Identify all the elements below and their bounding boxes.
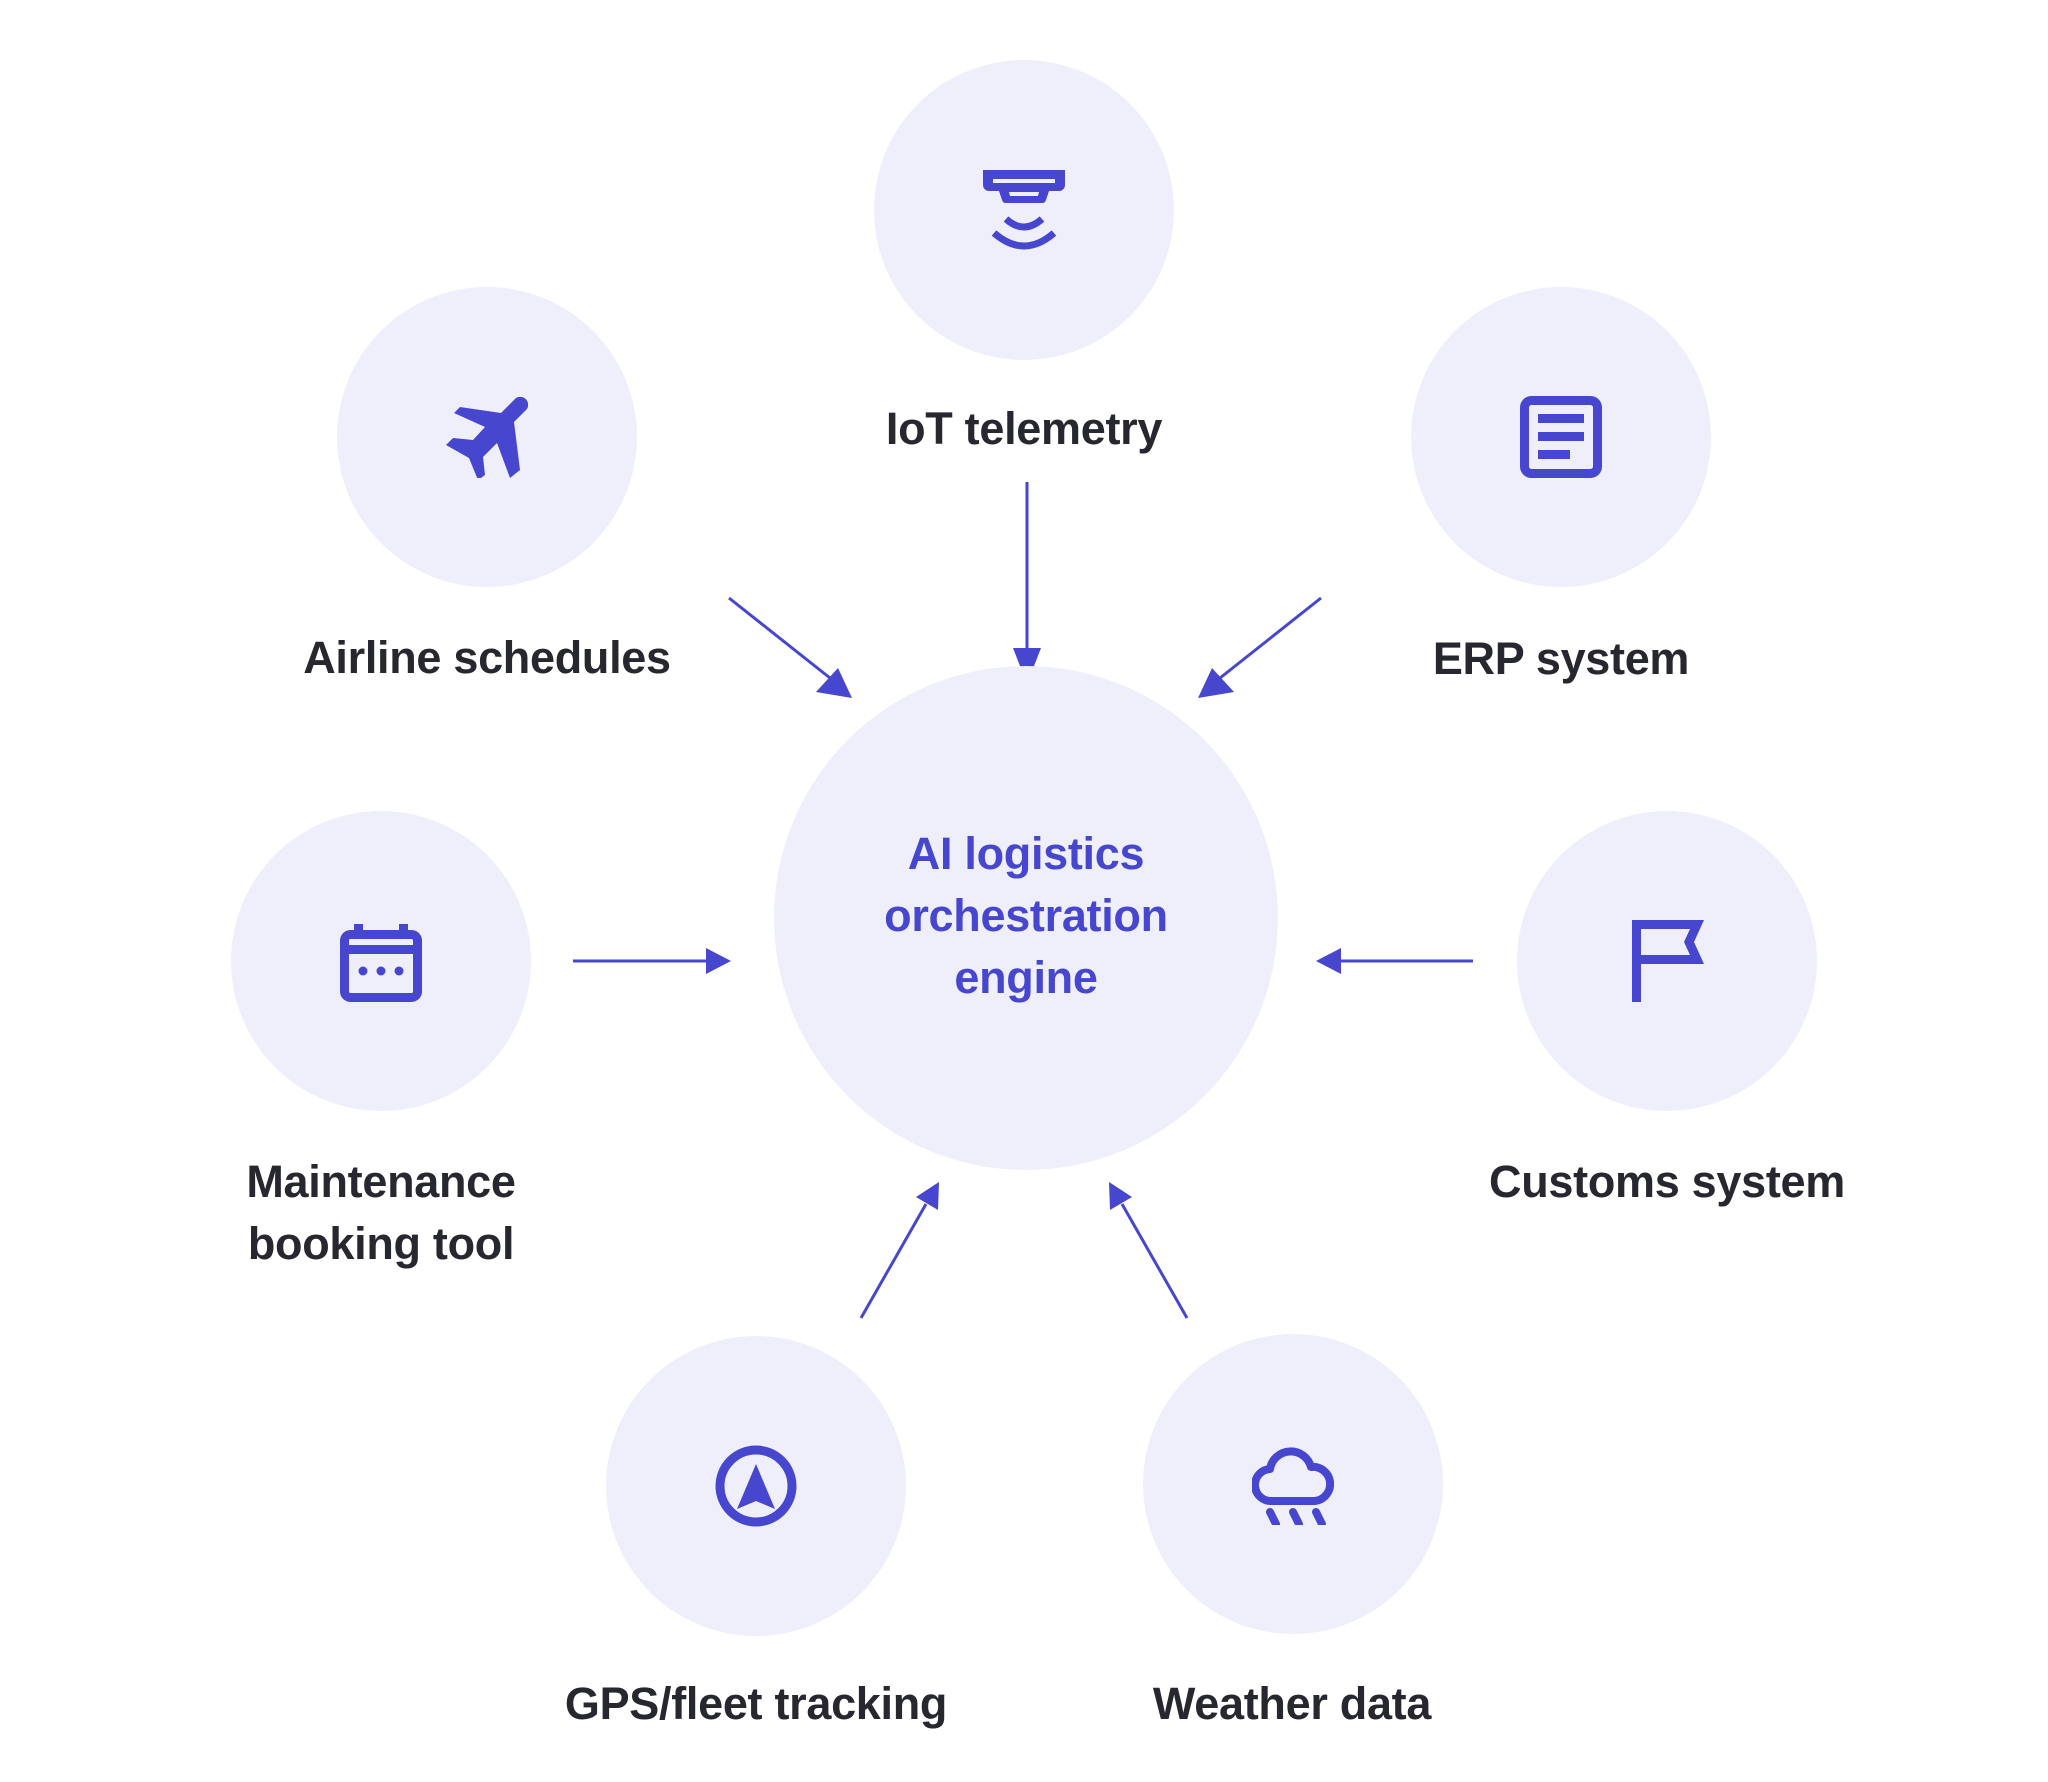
source-label-gps-line-1: GPS/fleet tracking: [564, 1678, 948, 1729]
source-label-maintenance-line-2: booking tool: [247, 1218, 515, 1269]
arrow-gps-to-hub: [859, 1203, 928, 1319]
source-label-airline-line-1: Airline schedules: [303, 632, 671, 683]
source-label-weather-line-1: Weather data: [1152, 1678, 1432, 1729]
source-node-airline: [337, 287, 637, 587]
source-label-erp: ERP system: [1261, 628, 1861, 690]
source-node-maintenance: [231, 811, 531, 1111]
source-node-gps: [606, 1336, 906, 1636]
cloud-rain-icon: [1252, 1443, 1334, 1525]
airplane-icon: [446, 396, 528, 478]
source-label-customs-line-1: Customs system: [1489, 1156, 1845, 1207]
calendar-icon: [340, 920, 422, 1002]
hub-label-line-2: orchestration: [884, 890, 1168, 941]
arrowhead-gps: [916, 1182, 939, 1210]
source-label-erp-line-1: ERP system: [1432, 633, 1690, 684]
hub-label-line-3: engine: [954, 952, 1098, 1003]
hub-circle: [774, 666, 1278, 1170]
source-label-maintenance: Maintenance booking tool: [81, 1151, 681, 1275]
hub-label-line-1: AI logistics: [907, 828, 1145, 879]
source-label-iot: IoT telemetry: [724, 398, 1324, 460]
arrow-erp-to-hub: [1219, 596, 1322, 680]
source-node-weather: [1143, 1334, 1443, 1634]
arrowhead-weather: [1109, 1182, 1132, 1210]
source-label-gps: GPS/fleet tracking: [456, 1673, 1056, 1735]
source-node-customs: [1517, 811, 1817, 1111]
navigation-icon: [715, 1445, 797, 1527]
document-icon: [1520, 396, 1602, 478]
source-node-erp: [1411, 287, 1711, 587]
arrow-airline-to-hub: [728, 596, 831, 680]
arrowhead-maintenance: [706, 948, 731, 974]
source-node-iot: [874, 60, 1174, 360]
source-label-maintenance-line-1: Maintenance: [246, 1156, 516, 1207]
arrowhead-airline: [816, 668, 852, 698]
source-label-iot-line-1: IoT telemetry: [885, 403, 1163, 454]
source-label-airline: Airline schedules: [187, 627, 787, 689]
arrow-weather-to-hub: [1120, 1203, 1189, 1319]
flag-icon: [1626, 920, 1708, 1002]
arrowhead-customs: [1316, 948, 1341, 974]
arrowhead-erp: [1198, 668, 1234, 698]
hub-label: AI logistics orchestration engine: [774, 823, 1278, 1009]
source-label-weather: Weather data: [992, 1673, 1592, 1735]
sensor-icon: [983, 169, 1065, 251]
source-label-customs: Customs system: [1367, 1151, 1967, 1213]
